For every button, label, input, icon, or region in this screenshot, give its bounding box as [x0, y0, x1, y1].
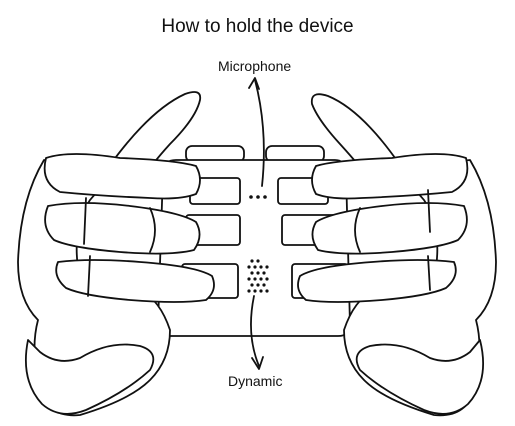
speaker-grille [247, 259, 269, 293]
left-hand [17, 91, 215, 417]
microphone-arrow [248, 77, 265, 187]
microphone-holes [249, 195, 267, 199]
dynamic-arrow [250, 295, 264, 370]
dynamic-speaker-label: Dynamic [228, 373, 283, 389]
right-hand [297, 93, 497, 417]
microphone-label: Microphone [218, 58, 292, 74]
diagram-title: How to hold the device [161, 16, 354, 37]
